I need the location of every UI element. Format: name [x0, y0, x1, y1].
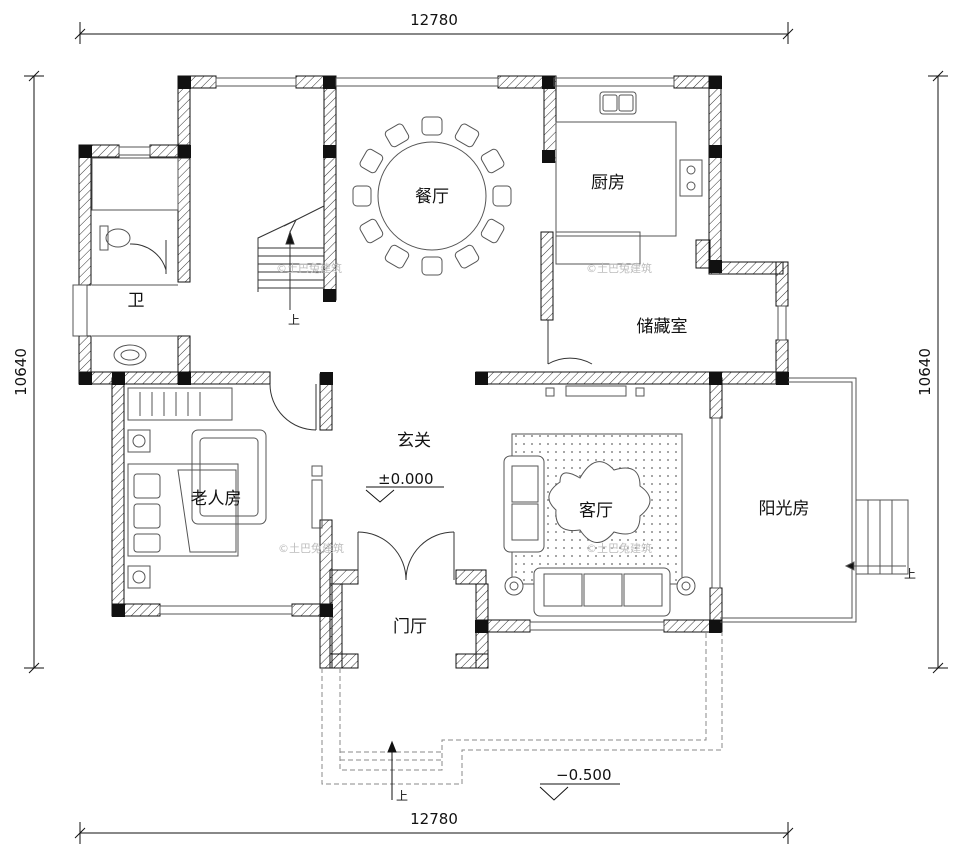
room-label-storage: 储藏室: [637, 317, 688, 337]
dining-chair: [480, 148, 505, 174]
front-stair-up-label: 上: [396, 789, 408, 803]
level-label-floor: ±0.000: [378, 470, 434, 488]
dimension-right-label: 10640: [916, 348, 934, 396]
room-label-kitchen: 厨房: [591, 173, 625, 193]
room-label-bathroom: 卫: [128, 291, 145, 311]
level-label-outdoor: −0.500: [556, 766, 612, 784]
dimension-left: [24, 70, 44, 674]
kitchen-fixtures: [555, 91, 703, 265]
dimension-top: [74, 22, 794, 44]
living-furniture: [503, 385, 696, 617]
stair-up-label: 上: [288, 313, 300, 327]
dining-chair: [421, 256, 443, 276]
watermark: ©土巴兔建筑: [586, 541, 652, 555]
bathroom-fixtures: [91, 157, 179, 366]
dining-chair: [384, 123, 410, 148]
doors: [129, 240, 593, 581]
watermark: ©土巴兔建筑: [586, 261, 652, 275]
windows: [72, 77, 787, 631]
foyer-cabinet: [311, 465, 323, 529]
dining-chair: [359, 148, 384, 174]
walls: [78, 75, 789, 669]
room-label-dining: 餐厅: [415, 187, 449, 207]
room-label-foyer: 玄关: [397, 431, 431, 451]
watermark: ©土巴兔建筑: [278, 541, 344, 555]
dining-chair: [492, 185, 512, 207]
room-label-living: 客厅: [579, 501, 613, 521]
front-steps: [387, 740, 397, 800]
dimension-left-label: 10640: [12, 348, 30, 396]
stairs: [257, 205, 325, 310]
level-marker-outdoor: [539, 783, 620, 801]
dining-chair: [454, 244, 480, 269]
dining-chair: [454, 123, 480, 148]
dimension-top-label: 12780: [410, 11, 458, 29]
dimension-bottom: [74, 822, 794, 844]
sunroom-outline: [720, 377, 909, 623]
dining-chair: [480, 218, 505, 244]
dining-chair: [421, 116, 443, 136]
room-labels: 餐厅 厨房 卫 储藏室 玄关 老人房 客厅 阳光房 门厅: [128, 173, 810, 637]
room-label-elder-bedroom: 老人房: [191, 489, 242, 509]
dimension-right: [928, 70, 948, 674]
room-label-sunroom: 阳光房: [759, 499, 810, 519]
dining-chair: [359, 218, 384, 244]
watermark: ©土巴兔建筑: [276, 261, 342, 275]
bedroom-furniture: [127, 387, 267, 589]
room-label-entry-hall: 门厅: [393, 617, 427, 637]
level-marker-floor: [365, 486, 444, 503]
front-terrace: [321, 632, 723, 785]
dimension-bottom-label: 12780: [410, 810, 458, 828]
sunroom-stair-up-label: 上: [904, 567, 916, 581]
columns: [79, 76, 789, 633]
dining-table: [352, 116, 512, 276]
dining-chair: [352, 185, 372, 207]
dining-chair: [384, 244, 410, 269]
